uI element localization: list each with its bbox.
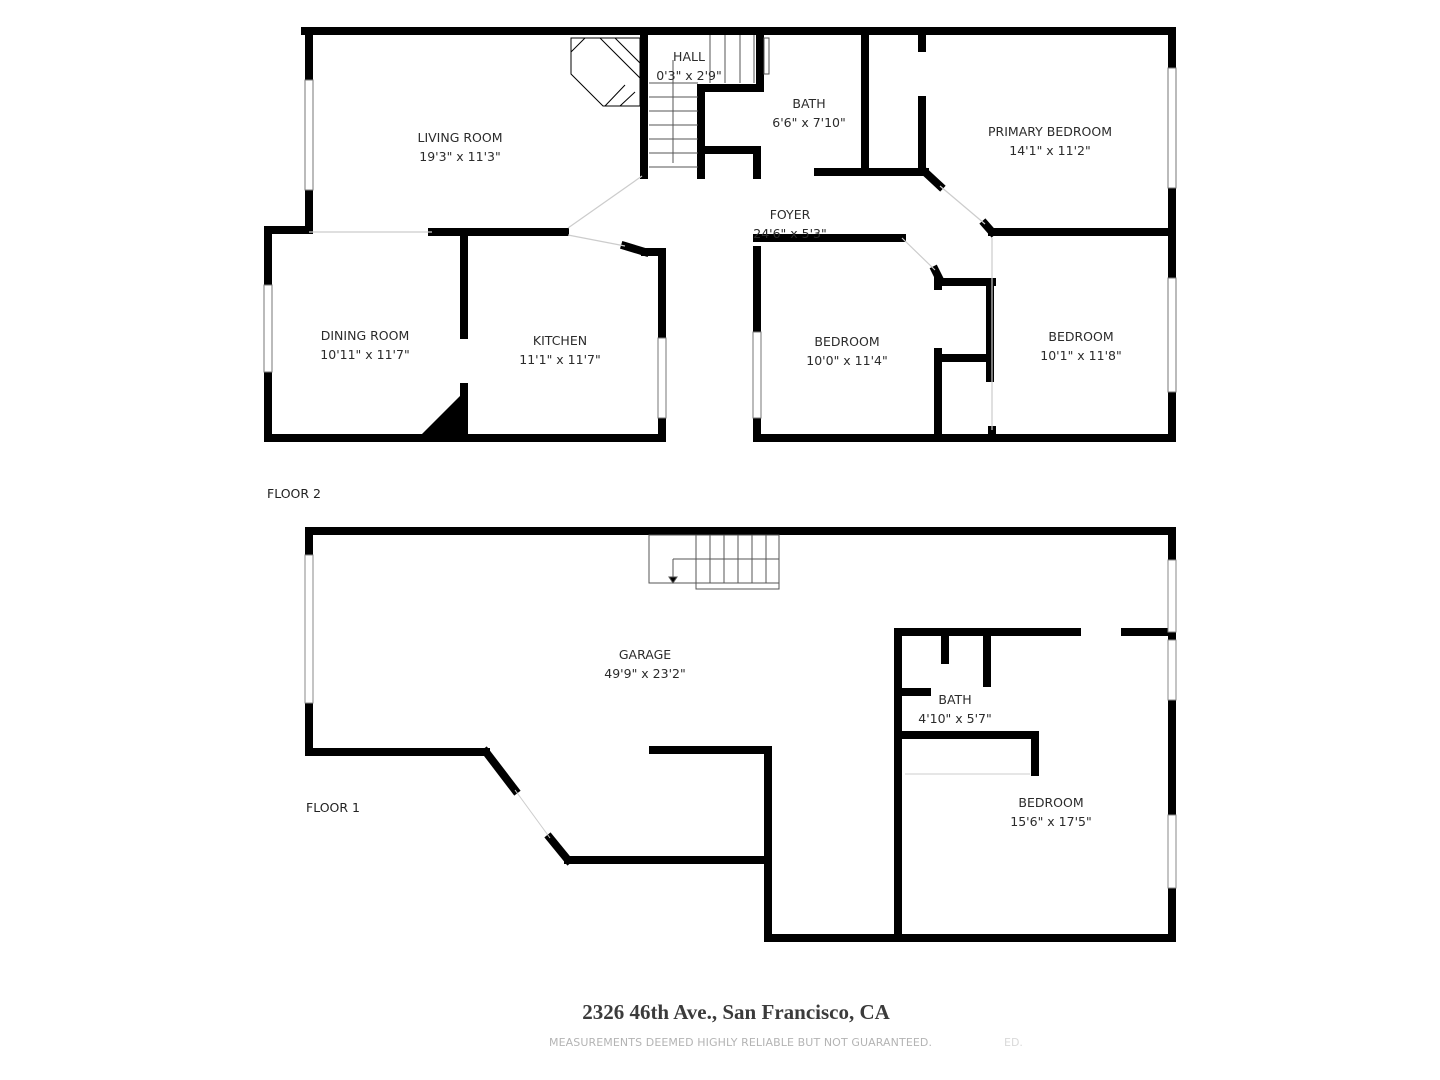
room-dims: 15'6" x 17'5" — [1010, 814, 1092, 829]
windows-floor-1 — [304, 554, 1177, 889]
room-name: BEDROOM — [814, 334, 880, 349]
room-bath-floor2: BATH 6'6" x 7'10" — [772, 94, 845, 132]
stairs-floor-2 — [649, 35, 770, 168]
stairs-floor-1 — [648, 534, 780, 590]
room-name: BEDROOM — [1048, 329, 1114, 344]
property-address: 2326 46th Ave., San Francisco, CA — [582, 1000, 890, 1024]
room-bath-floor1: BATH 4'10" x 5'7" — [918, 690, 991, 728]
room-dims: 10'11" x 11'7" — [320, 347, 410, 362]
room-name: FOYER — [769, 207, 811, 222]
dining-corner-fill — [418, 390, 466, 438]
room-dims: 6'6" x 7'10" — [772, 115, 846, 130]
windows-floor-2 — [263, 67, 1177, 419]
room-dims: 0'3" x 2'9" — [656, 68, 722, 83]
room-dims: 19'3" x 11'3" — [419, 149, 501, 164]
room-dims: 10'1" x 11'8" — [1040, 348, 1122, 363]
room-garage: GARAGE 49'9" x 23'2" — [604, 645, 685, 683]
room-name: BATH — [938, 692, 972, 707]
room-bedroom-floor1: BEDROOM 15'6" x 17'5" — [1010, 793, 1091, 831]
fireplace-hatch — [570, 37, 641, 107]
room-kitchen: KITCHEN 11'1" x 11'7" — [519, 331, 600, 369]
room-dims: 49'9" x 23'2" — [604, 666, 686, 681]
measurement-disclaimer: MEASUREMENTS DEEMED HIGHLY RELIABLE BUT … — [549, 1036, 933, 1049]
room-dims: 11'1" x 11'7" — [519, 352, 601, 367]
room-dims: 24'6" x 5'3" — [753, 226, 827, 241]
floor-2-label: FLOOR 2 — [267, 486, 321, 501]
floor-2-walls — [264, 27, 1176, 442]
room-name: DINING ROOM — [320, 328, 410, 343]
room-dims: 4'10" x 5'7" — [918, 711, 992, 726]
room-bedroom-1: BEDROOM 10'0" x 11'4" — [806, 332, 887, 370]
room-dining-room: DINING ROOM 10'11" x 11'7" — [320, 326, 409, 364]
door-openings — [309, 175, 993, 430]
room-bedroom-2: BEDROOM 10'1" x 11'8" — [1040, 327, 1121, 365]
room-name: HALL — [673, 49, 705, 64]
room-hall: HALL 0'3" x 2'9" — [656, 47, 722, 85]
room-name: BEDROOM — [1018, 795, 1084, 810]
room-dims: 10'0" x 11'4" — [806, 353, 888, 368]
disclaimer-tail: ED. — [1004, 1036, 1023, 1049]
room-primary-bedroom: PRIMARY BEDROOM 14'1" x 11'2" — [988, 122, 1112, 160]
room-dims: 14'1" x 11'2" — [1009, 143, 1091, 158]
room-name: GARAGE — [618, 647, 672, 662]
room-name: PRIMARY BEDROOM — [988, 124, 1112, 139]
room-name: BATH — [792, 96, 826, 111]
room-name: KITCHEN — [532, 333, 588, 348]
room-foyer: FOYER 24'6" x 5'3" — [753, 205, 826, 243]
room-name: LIVING ROOM — [417, 130, 503, 145]
floor-1-label: FLOOR 1 — [306, 800, 360, 815]
floor-1-walls — [305, 527, 1176, 942]
room-living-room: LIVING ROOM 19'3" x 11'3" — [417, 128, 502, 166]
